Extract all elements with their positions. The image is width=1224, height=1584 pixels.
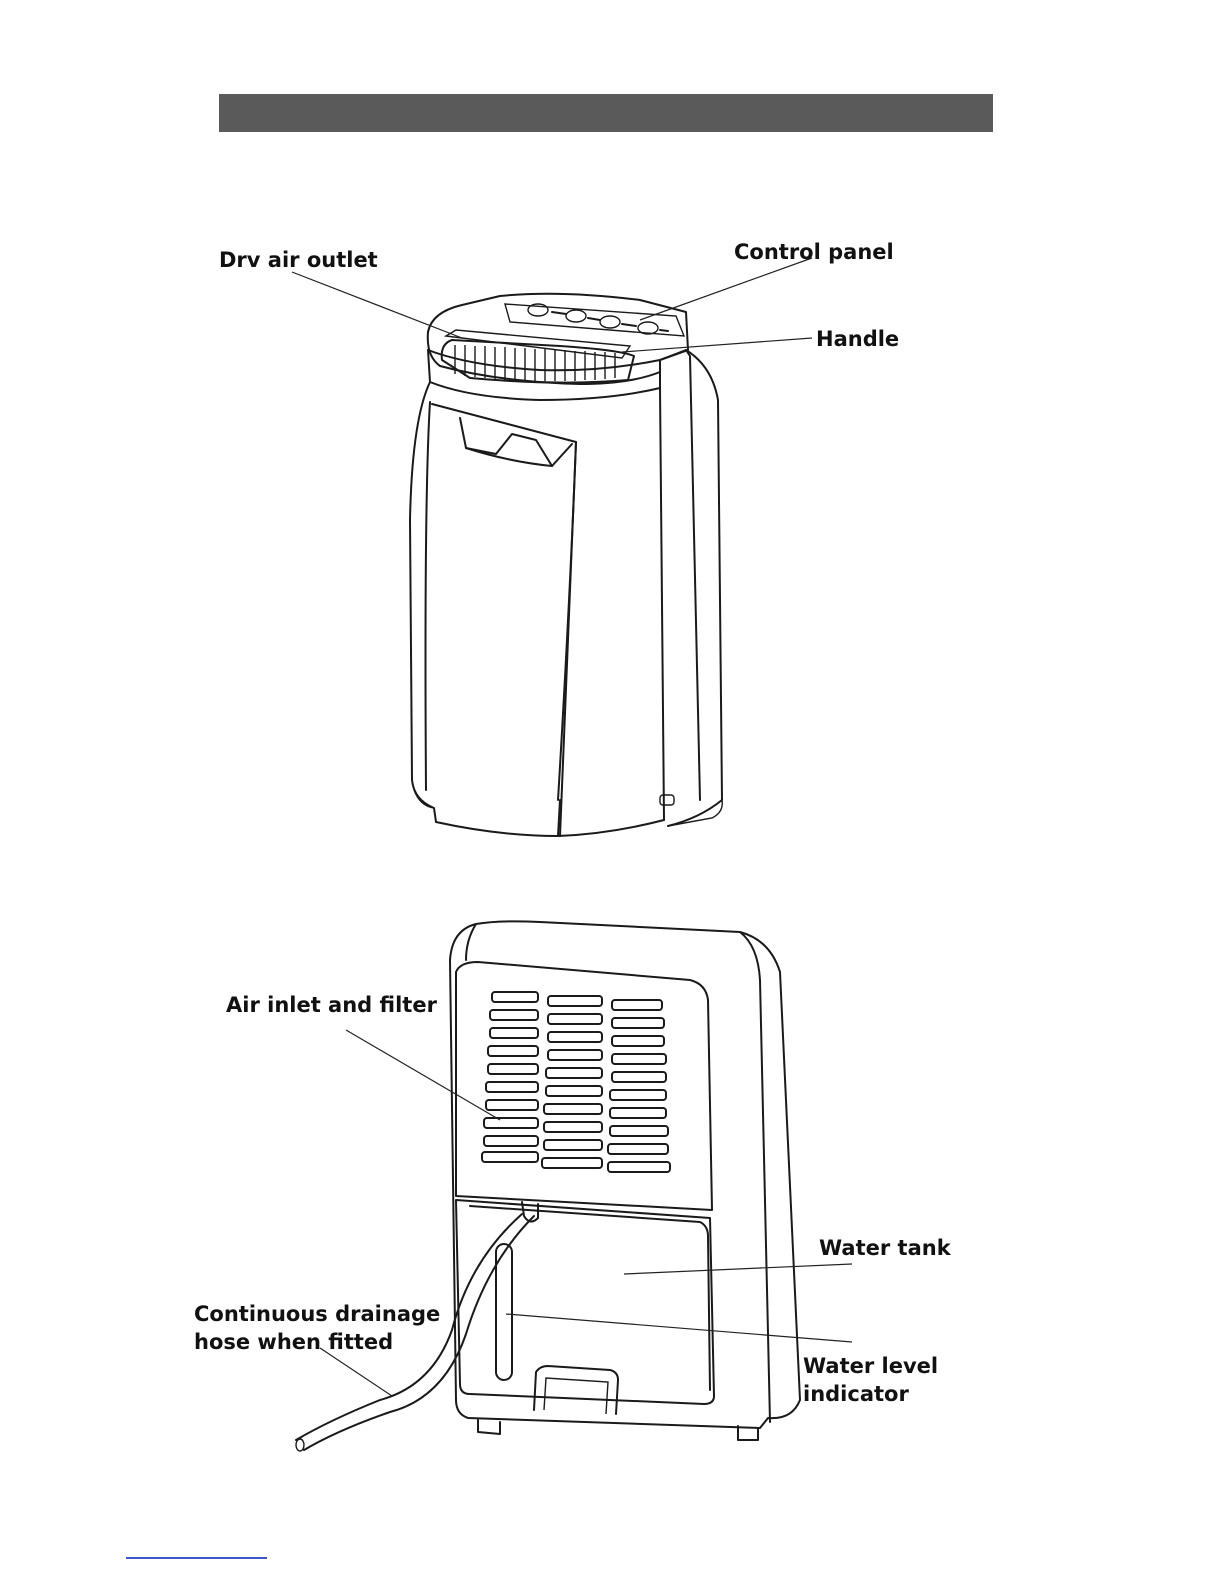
label-handle: Handle [816, 325, 899, 353]
control-panel-leader [640, 258, 812, 320]
handle-leader [622, 338, 812, 352]
water-level-indicator-window [496, 1244, 512, 1380]
control-panel [505, 304, 684, 336]
front-view-dehumidifier [410, 294, 722, 836]
label-control-panel: Control panel [734, 238, 894, 266]
water-level-leader [506, 1314, 852, 1342]
water-tank [456, 1200, 714, 1414]
label-drainage-hose-line1: Continuous drainage [194, 1300, 440, 1328]
air-inlet-grille [482, 992, 670, 1172]
label-water-tank: Water tank [819, 1234, 951, 1262]
air-inlet-leader [346, 1030, 500, 1120]
label-drainage-hose-line2: hose when fitted [194, 1328, 393, 1356]
label-air-inlet-and-filter: Air inlet and filter [226, 991, 437, 1019]
dry-air-outlet-leader [292, 272, 462, 338]
label-water-level-line1: Water level [803, 1352, 938, 1380]
label-water-level-line2: indicator [803, 1380, 909, 1408]
footer-link-underline[interactable] [126, 1557, 267, 1559]
label-dry-air-outlet: Drv air outlet [219, 246, 378, 274]
water-tank-leader [624, 1264, 852, 1274]
dry-air-outlet-grille [442, 330, 634, 383]
